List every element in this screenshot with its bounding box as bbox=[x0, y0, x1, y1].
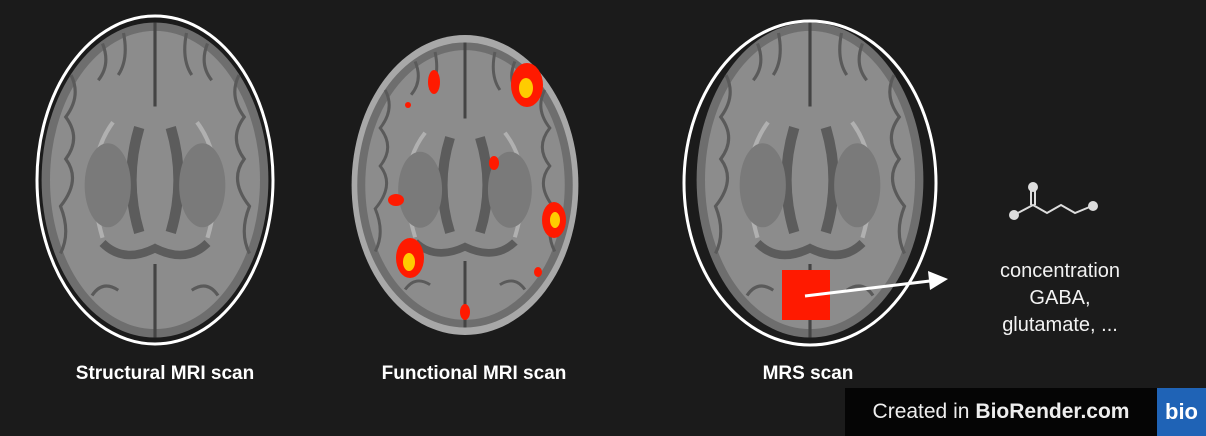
arrow-head-icon bbox=[928, 271, 948, 290]
functional-brain bbox=[351, 35, 579, 335]
gaba-molecule-icon bbox=[1009, 182, 1098, 220]
watermark-brand: BioRender.com bbox=[975, 400, 1130, 423]
mrs-scan-label: MRS scan bbox=[762, 363, 854, 384]
watermark-prefix: Created in bbox=[872, 400, 970, 423]
biorender-watermark[interactable]: Created in BioRender.com bbox=[845, 388, 1157, 436]
structural-brain bbox=[42, 23, 269, 338]
structural-brain-outline bbox=[35, 14, 275, 346]
result-line-2: glutamate, ... bbox=[1002, 314, 1118, 336]
mrs-brain-outline bbox=[682, 19, 938, 347]
result-line-1: concentration GABA, bbox=[999, 260, 1121, 309]
arrow-line bbox=[804, 279, 931, 298]
mrs-result-text: concentration GABA, glutamate, ... bbox=[987, 258, 1133, 339]
structural-mri-label: Structural MRI scan bbox=[75, 363, 255, 384]
functional-mri-label: Functional MRI scan bbox=[381, 363, 567, 384]
activation-blobs bbox=[388, 63, 566, 320]
biorender-logo-icon[interactable]: bio bbox=[1157, 388, 1206, 436]
